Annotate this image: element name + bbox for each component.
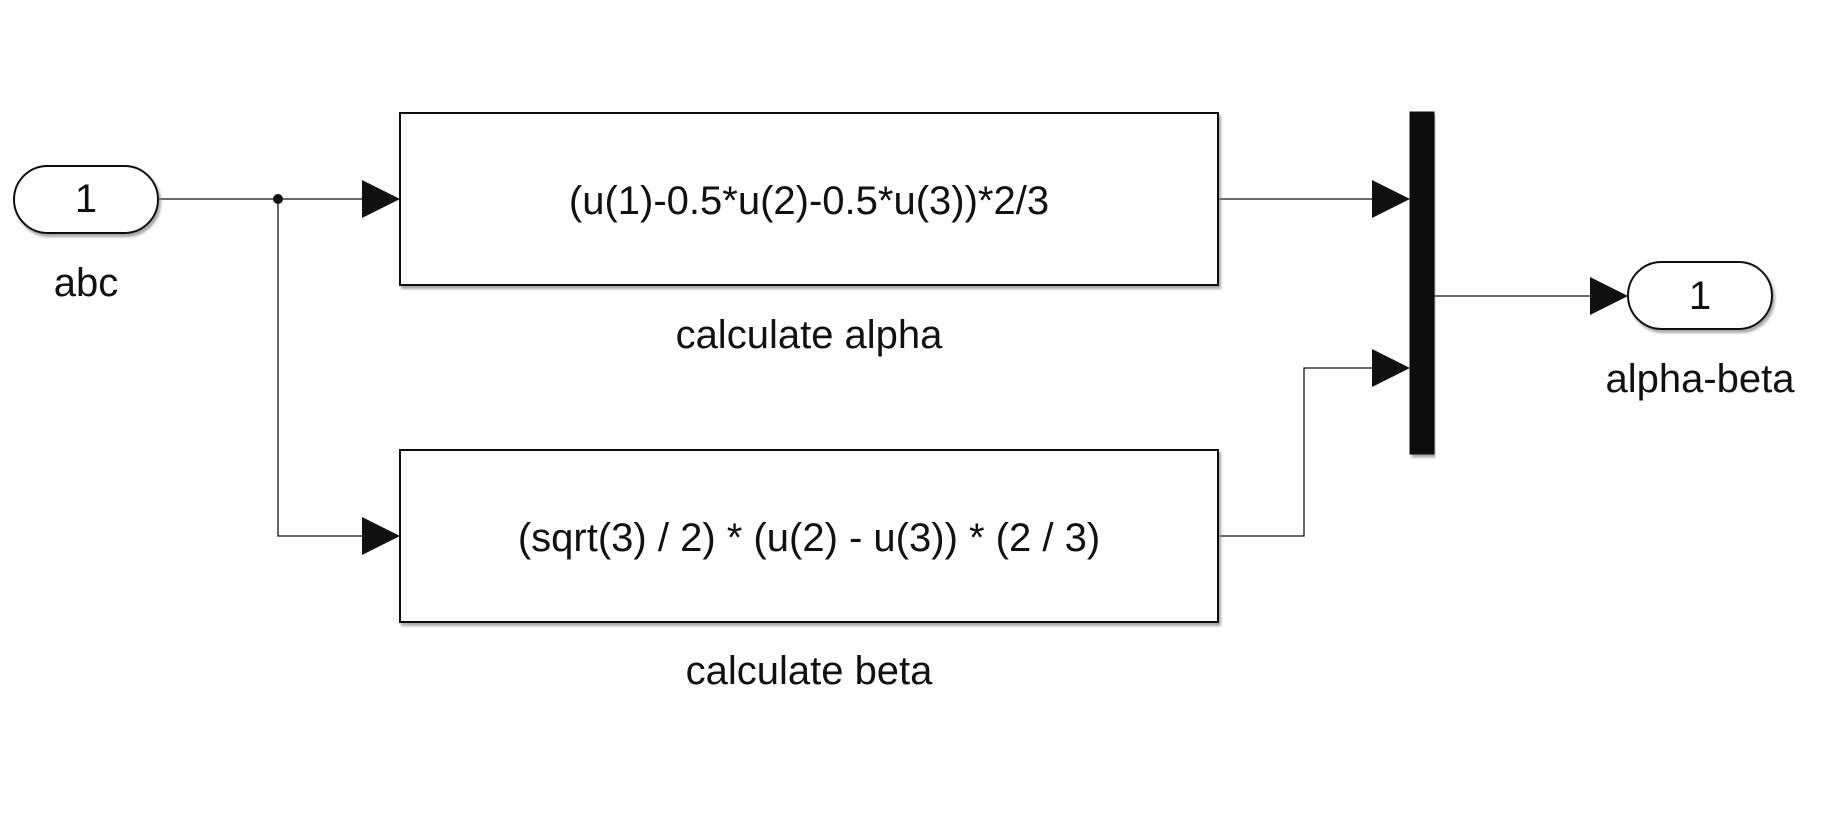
fcn-block-beta[interactable]: (sqrt(3) / 2) * (u(2) - u(3)) * (2 / 3) — [399, 449, 1219, 623]
arrowhead-mux-input-1 — [1372, 180, 1410, 218]
signal-branch-to-beta[interactable] — [277, 199, 362, 537]
signal-lines — [158, 198, 1590, 537]
outport-number: 1 — [1689, 274, 1711, 318]
signal-beta-to-mux[interactable] — [1218, 367, 1372, 537]
outport-shape[interactable] — [1627, 261, 1773, 330]
fcn-block-alpha-shape[interactable] — [399, 112, 1219, 286]
inport-block[interactable]: 1 — [13, 165, 159, 234]
fcn-block-beta-expression: (sqrt(3) / 2) * (u(2) - u(3)) * (2 / 3) — [518, 516, 1100, 560]
arrowhead-mux-input-2 — [1372, 349, 1410, 387]
fcn-block-alpha-name: calculate alpha — [676, 313, 944, 357]
inport-name-label: abc — [54, 261, 119, 305]
fcn-block-beta-name: calculate beta — [686, 649, 934, 693]
arrowhead-outport-input — [1590, 277, 1628, 315]
arrowhead-alpha-input — [362, 180, 400, 218]
mux-block[interactable] — [1409, 111, 1435, 455]
fcn-block-alpha[interactable]: (u(1)-0.5*u(2)-0.5*u(3))*2/3 — [399, 112, 1219, 286]
branch-point[interactable] — [273, 194, 283, 204]
fcn-block-beta-shape[interactable] — [399, 449, 1219, 623]
outport-block[interactable]: 1 — [1627, 261, 1773, 330]
fcn-block-alpha-expression: (u(1)-0.5*u(2)-0.5*u(3))*2/3 — [569, 179, 1049, 223]
arrowheads — [362, 180, 1628, 555]
arrowhead-beta-input — [362, 517, 400, 555]
inport-number: 1 — [75, 177, 97, 221]
outport-name-label: alpha-beta — [1605, 357, 1795, 401]
inport-shape[interactable] — [13, 165, 159, 234]
